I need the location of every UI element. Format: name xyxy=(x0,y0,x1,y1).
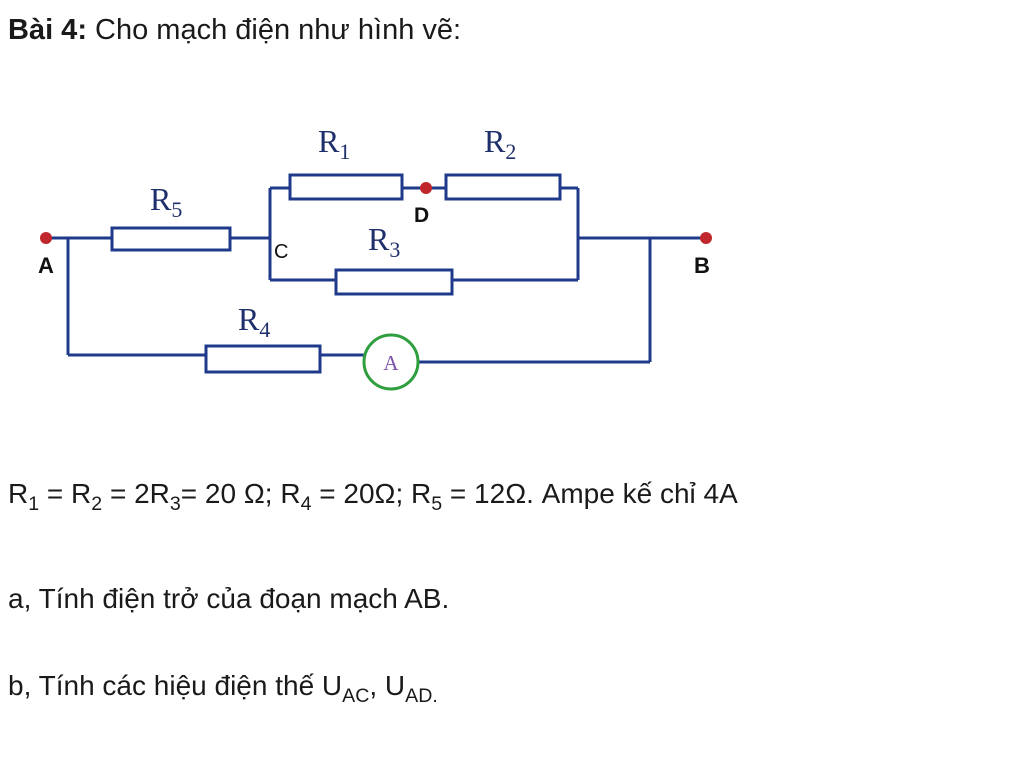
r4-resistor xyxy=(204,344,322,374)
node-d-dot xyxy=(420,182,432,194)
r1-label: R1 xyxy=(318,123,350,164)
question-b-sub: AC xyxy=(342,684,370,707)
question-b-text: b, Tính các hiệu điện thế U xyxy=(8,670,343,701)
formula-sub: 3 xyxy=(169,492,181,515)
formula-part: R xyxy=(8,478,29,509)
exercise-title: Bài 4: Cho mạch điện như hình vẽ: xyxy=(8,14,461,47)
formula-part: = 2R xyxy=(102,478,170,509)
question-b-sub: AD. xyxy=(405,684,438,707)
formula-part: = 12Ω. Ampe kế chỉ 4A xyxy=(442,478,738,509)
node-d-label: D xyxy=(414,204,429,227)
node-b-dot xyxy=(700,232,712,244)
formula-sub: 1 xyxy=(28,492,40,515)
formula-part: = 20Ω; R xyxy=(311,478,432,509)
resistor-shapes xyxy=(110,173,562,374)
ammeter xyxy=(362,333,420,391)
r5-resistor xyxy=(110,226,232,252)
r3-resistor xyxy=(334,268,454,296)
question-b: b, Tính các hiệu điện thế UAC, UAD. xyxy=(8,670,438,708)
r3-label: R3 xyxy=(368,221,400,262)
given-values: R1 = R2 = 2R3= 20 Ω; R4 = 20Ω; R5 = 12Ω.… xyxy=(8,478,738,516)
r1-resistor xyxy=(288,173,404,201)
formula-part: = R xyxy=(39,478,92,509)
exercise-number: Bài 4: xyxy=(8,14,87,46)
circuit-diagram: A A B C D R1 R2 R5 R3 R4 xyxy=(38,123,712,391)
node-a-label: A xyxy=(38,253,54,278)
formula-sub: 2 xyxy=(91,492,103,515)
circuit-wires xyxy=(46,186,706,364)
formula-sub: 5 xyxy=(431,492,443,515)
question-b-text: , U xyxy=(369,670,406,701)
formula-sub: 4 xyxy=(300,492,312,515)
ammeter-label: A xyxy=(383,351,399,375)
exercise-prompt: Cho mạch điện như hình vẽ: xyxy=(86,14,462,46)
node-b-label: B xyxy=(694,253,710,278)
r2-label: R2 xyxy=(484,123,516,164)
node-c-label: C xyxy=(274,241,288,263)
question-a: a, Tính điện trở của đoạn mạch AB. xyxy=(8,583,450,614)
r2-resistor xyxy=(444,173,562,201)
formula-part: = 20 Ω; R xyxy=(180,478,301,509)
r5-label: R5 xyxy=(150,181,182,222)
node-a-dot xyxy=(40,232,52,244)
r4-label: R4 xyxy=(238,301,270,342)
